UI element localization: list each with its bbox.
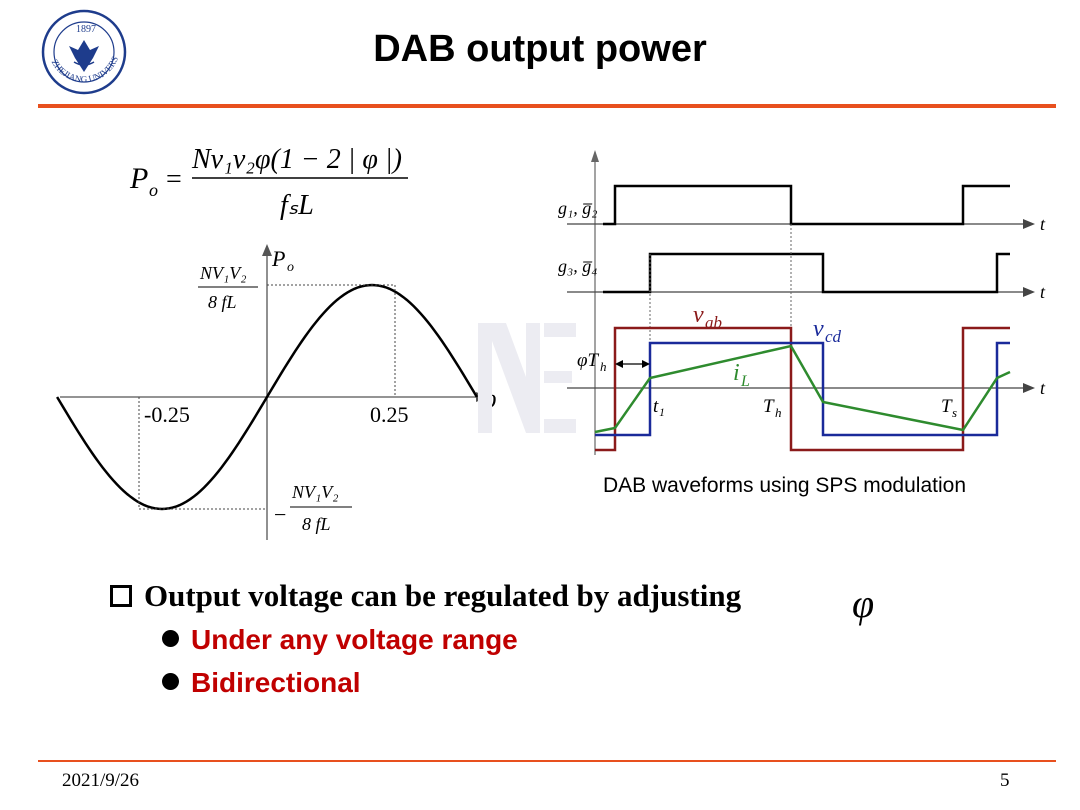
- waveform-vertical-arrow: [591, 150, 599, 162]
- il-label-sub: L: [740, 373, 750, 390]
- footer-rule: [38, 760, 1056, 762]
- t1-label: t₁: [653, 396, 665, 417]
- sub-bullet-1-text: Under any voltage range: [191, 624, 518, 655]
- dot-bullet-icon: [162, 630, 179, 647]
- ts-label: T: [941, 396, 953, 417]
- power-axis-label-sub: o: [287, 260, 294, 275]
- main-bullet: Output voltage can be regulated by adjus…: [110, 578, 741, 614]
- g12-signal: [603, 184, 1010, 226]
- vcd-label: v: [813, 316, 824, 342]
- ts-label-sub: s: [952, 405, 957, 420]
- vcd-waveform: [595, 341, 1010, 437]
- g34-signal: [603, 252, 1010, 294]
- waveform-caption: DAB waveforms using SPS modulation: [603, 474, 966, 497]
- formula-equals: =: [166, 164, 182, 195]
- power-axis-arrow: [262, 244, 272, 256]
- max-label-num: NV₁V₂: [199, 263, 247, 283]
- phase-shift-arrow-right: [642, 360, 650, 368]
- t-label-3: t: [1040, 378, 1046, 398]
- min-label-sign: −: [274, 502, 286, 527]
- sub-bullet-2-text: Bidirectional: [191, 667, 361, 698]
- sub-bullet-1: Under any voltage range: [162, 624, 518, 656]
- phi-symbol: φ: [852, 581, 875, 626]
- g12-axis-arrow: [1023, 219, 1035, 229]
- page-number: 5: [1000, 770, 1010, 791]
- power-curve-chart: P o φ NV₁V₂ 8 fL − NV₁V₂ 8 fL -0.25 0.25: [56, 244, 496, 540]
- phase-shift-arrow-left: [615, 360, 623, 368]
- tick-neg-label: -0.25: [144, 402, 190, 427]
- header-rule: [38, 104, 1056, 108]
- formula-lhs: P: [129, 162, 148, 195]
- sub-bullet-2: Bidirectional: [162, 667, 361, 699]
- power-formula: P o = Nv₁v₂φ(1 − 2 | φ |) fₛL: [129, 144, 408, 221]
- th-label: T: [763, 396, 775, 417]
- formula-lhs-sub: o: [149, 180, 158, 200]
- min-label-num: NV₁V₂: [291, 482, 339, 502]
- il-waveform: [594, 344, 1011, 434]
- footer-date: 2021/9/26: [62, 770, 140, 791]
- power-axis-label: P: [271, 246, 285, 271]
- watermark-logo: [478, 323, 576, 433]
- th-label-sub: h: [775, 405, 782, 420]
- t-label-2: t: [1040, 282, 1046, 302]
- logo-year: 1897: [76, 24, 96, 35]
- il-label: i: [733, 360, 740, 386]
- min-label-den: 8 fL: [302, 514, 331, 534]
- formula-numerator: Nv₁v₂φ(1 − 2 | φ |): [191, 144, 402, 175]
- phase-shift-label: φT: [577, 350, 600, 371]
- dab-waveforms: g₁, g̅₂ t g₃, g̅₄ t t v ab v cd i L φT h…: [558, 150, 1046, 455]
- dot-bullet-icon: [162, 673, 179, 690]
- g12-label: g₁, g̅₂: [558, 198, 598, 218]
- formula-denominator: fₛL: [280, 190, 314, 221]
- g34-label: g₃, g̅₄: [558, 256, 598, 276]
- slide-title: DAB output power: [373, 28, 707, 70]
- tick-pos-label: 0.25: [370, 402, 409, 427]
- vab-label: v: [693, 302, 704, 328]
- voltage-time-arrow: [1023, 383, 1035, 393]
- square-bullet-icon: [110, 585, 132, 607]
- g34-axis-arrow: [1023, 287, 1035, 297]
- t-label-1: t: [1040, 214, 1046, 234]
- vab-waveform: [595, 326, 1010, 452]
- main-bullet-text: Output voltage can be regulated by adjus…: [144, 578, 742, 613]
- power-curve: [56, 283, 478, 511]
- vab-label-sub: ab: [705, 313, 722, 332]
- vcd-label-sub: cd: [825, 327, 842, 346]
- max-label-den: 8 fL: [208, 292, 237, 312]
- university-logo: 1897 ZHEJIANG UNIVERSITY: [36, 6, 127, 95]
- phase-shift-label-sub: h: [600, 359, 607, 374]
